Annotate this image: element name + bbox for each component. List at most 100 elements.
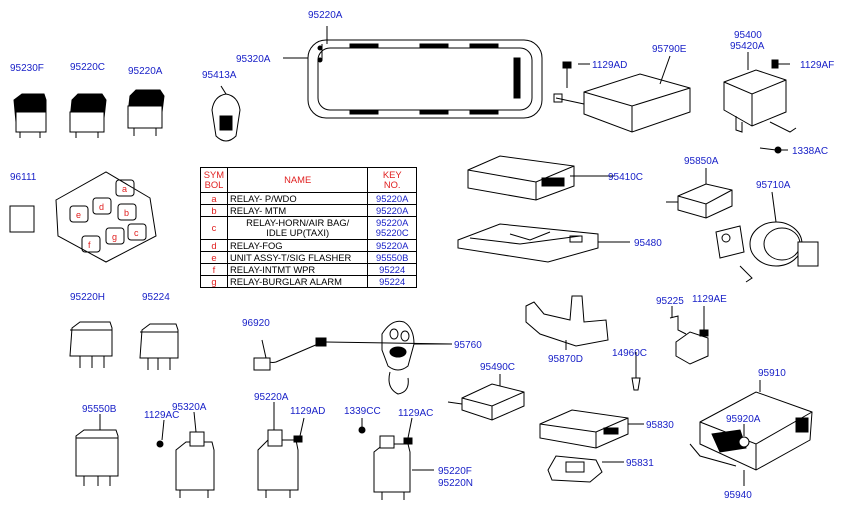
label-1338ac: 1338AC [792,146,828,157]
row-symbol: g [200,275,228,288]
block-letters: a b c d e f g [76,184,139,250]
relay-95220a-bottom[interactable] [257,429,303,498]
relay-95320a-bottom[interactable] [156,431,215,498]
airbag-unit-95910[interactable] [689,391,813,471]
table-row: f RELAY-INTMT WPR 95224 [200,263,417,276]
row-name: RELAY-BURGLAR ALARM [226,275,369,288]
row-key: 95224 [367,263,417,276]
relay-95230f[interactable] [13,93,47,138]
table-row: d RELAY-FOG 95220A [200,239,417,252]
table-row: c RELAY-HORN/AIR BAG/IDLE UP(TAXI) 95220… [200,216,417,240]
relay-95224[interactable] [139,323,179,370]
label-1339cc: 1339CC [344,406,381,417]
row-name: RELAY-INTMT WPR [226,263,369,276]
bracket-95831[interactable] [547,455,603,483]
row-symbol: b [200,204,228,217]
label-95224: 95224 [142,292,170,303]
label-95320a-bottom: 95320A [172,402,207,413]
relay-95220a-left[interactable] [127,89,165,136]
label-1129ad-top: 1129AD [592,60,627,71]
row-symbol: d [200,239,228,252]
label-95220c: 95220C [70,62,105,73]
label-95830: 95830 [646,420,674,431]
connector-96920[interactable] [253,337,327,371]
row-symbol: a [200,192,228,205]
row-symbol: e [200,251,228,264]
block-96111[interactable] [9,205,35,233]
label-95320a-top: 95320A [236,54,271,65]
module-95830[interactable] [539,409,629,449]
relay-95225[interactable] [669,315,709,365]
row-key: 95224 [367,275,417,288]
flasher-95550b[interactable] [75,429,119,486]
vehicle-outline [307,39,543,119]
clip-14960c[interactable] [631,360,641,391]
remote-95413a[interactable] [211,85,241,142]
block-label-b: b [124,208,129,218]
label-95400: 95400 [734,30,762,41]
label-95790e: 95790E [652,44,687,55]
label-95831: 95831 [626,458,654,469]
relay-95220c[interactable] [69,93,107,138]
header-name: NAME [226,167,369,193]
module-95400[interactable] [723,59,797,154]
module-95490c[interactable] [447,383,525,421]
label-96920: 96920 [242,318,270,329]
label-95220a-top: 95220A [308,10,343,21]
key-fob-95760[interactable] [381,320,415,395]
table-row: e UNIT ASSY-T/SIG FLASHER 95550B [200,251,417,264]
label-95220f: 95220F [438,466,472,477]
table-row: a RELAY- P/WDO 95220A [200,192,417,205]
block-label-e: e [76,210,81,220]
block-label-a: a [122,184,127,194]
motor-95710a[interactable] [715,221,819,283]
leader-lines [99,26,788,486]
row-name: RELAY-FOG [226,239,369,252]
label-95480: 95480 [634,238,662,249]
block-label-g: g [112,232,117,242]
label-95230f: 95230F [10,63,44,74]
relay-95220h[interactable] [69,321,113,368]
row-name: RELAY- MTM [226,204,369,217]
label-1129af: 1129AF [800,60,834,71]
label-95940: 95940 [724,490,752,501]
row-key: 95220A [367,239,417,252]
row-name: UNIT ASSY-T/SIG FLASHER [226,251,369,264]
label-95220n: 95220N [438,478,473,489]
label-95420a: 95420A [730,41,765,52]
bracket-95480[interactable] [457,223,599,263]
label-95850a: 95850A [684,156,719,167]
module-95410c[interactable] [467,155,575,201]
label-1129ac-left: 1129AC [144,410,179,421]
block-label-d: d [99,202,104,212]
row-name: RELAY- P/WDO [226,192,369,205]
label-1129ad-bottom: 1129AD [290,406,325,417]
label-95710a: 95710A [756,180,791,191]
sensor-95850a[interactable] [666,183,733,219]
label-95220h: 95220H [70,292,105,303]
label-1129ae: 1129AE [692,294,727,305]
label-1129ac-right: 1129AC [398,408,433,419]
row-key: 95220A [367,204,417,217]
label-95225: 95225 [656,296,684,307]
row-key: 95550B [367,251,417,264]
row-key: 95220A [367,192,417,205]
row-symbol: f [200,263,228,276]
block-label-f: f [88,240,91,250]
relay-95220f[interactable] [358,426,413,500]
bracket-95870d[interactable] [525,295,609,347]
label-95413a: 95413A [202,70,237,81]
module-95790e[interactable] [553,61,691,133]
label-95550b: 95550B [82,404,117,415]
label-95220a-bottom: 95220A [254,392,289,403]
label-14960c: 14960C [612,348,647,359]
relay-block[interactable] [55,171,157,263]
label-95490c: 95490C [480,362,515,373]
row-name: RELAY-HORN/AIR BAG/IDLE UP(TAXI) [226,216,369,240]
